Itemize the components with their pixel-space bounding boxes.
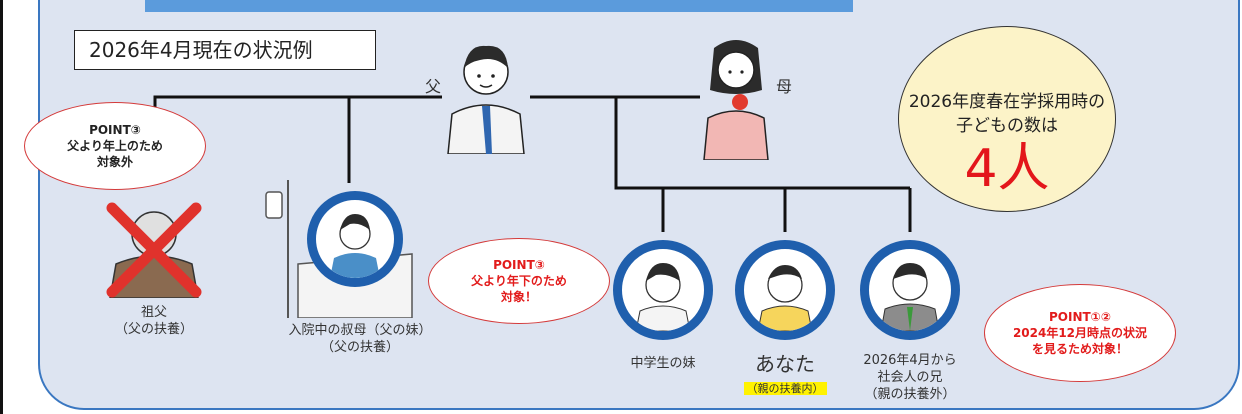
brother-name-line2: 社会人の兄 [877,370,943,385]
point-bubble-grandfather: POINT③ 父より年上のため 対象外 [24,102,206,190]
top-bar [145,0,853,12]
point-bubble-brother: POINT①② 2024年12月時点の状況 を見るため対象！ [984,284,1176,382]
you-face-icon [757,265,813,331]
father-label: 父 [425,77,442,96]
point-bubble-aunt: POINT③ 父より年下のため 対象！ [428,238,610,324]
date-label: 2026年4月現在の状況例 [74,30,376,70]
you-ring [735,240,835,340]
brother-ring [860,240,960,340]
you-name: あなた [755,352,815,376]
grandfather-illustration [106,202,202,299]
father-illustration [447,45,525,155]
brother-name-line1: 2026年4月から [863,353,957,368]
point-line2: を見るため対象！ [1031,342,1128,356]
child-count-value: 4人 [964,139,1050,199]
left-border [0,0,3,414]
you-note: （親の扶養内） [733,380,837,397]
point-line2: 対象外 [96,155,133,169]
point-title: POINT③ [89,123,141,137]
aunt-note: （父の扶養） [320,340,399,355]
sister-face-icon [635,263,691,331]
grandfather-note: （父の扶養） [114,322,193,337]
father-figure [440,30,532,155]
aunt-ring [307,191,403,287]
sister-ring [613,240,713,340]
brother-note: （親の扶養外） [864,387,956,402]
count-text-line1: 2026年度春在学採用時の [908,92,1106,112]
aunt-name: 入院中の叔母（父の妹） [288,323,432,338]
aunt-face-icon [330,214,380,278]
mother-figure [700,32,772,161]
grandfather-figure [104,198,204,299]
point-title: POINT①② [1048,310,1111,324]
sister-name: 中学生の妹 [630,356,696,371]
mother-label: 母 [776,77,793,96]
point-line1: 父より年下のため [471,274,567,288]
count-text-line2: 子どもの数は [956,116,1058,136]
mother-illustration [703,40,769,161]
child-count-bubble: 2026年度春在学採用時の 子どもの数は 4人 [898,26,1116,212]
point-line1: 2024年12月時点の状況 [1012,326,1148,340]
point-line1: 父より年上のため [67,139,163,153]
brother-face-icon [880,263,940,331]
point-title: POINT③ [493,258,545,272]
grandfather-name: 祖父 [140,305,167,320]
you-note-highlight: （親の扶養内） [743,382,827,395]
point-line2: 対象！ [500,290,537,304]
